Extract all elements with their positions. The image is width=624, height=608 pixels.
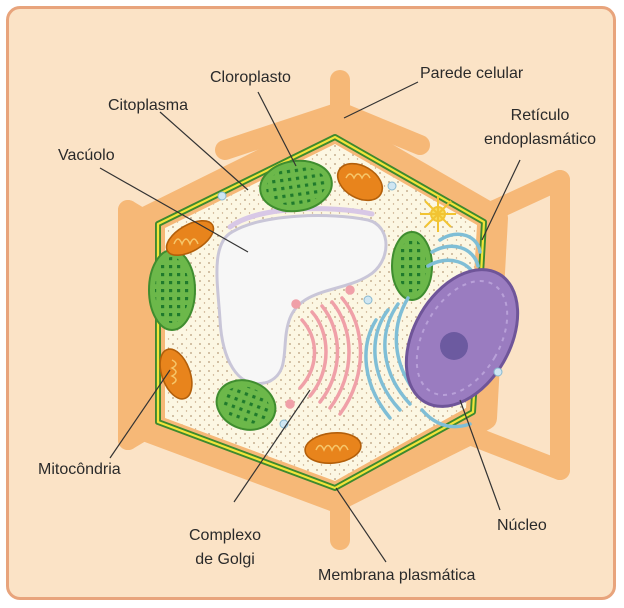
label-parede-celular: Parede celular	[420, 64, 523, 83]
label-golgi-2: de Golgi	[170, 550, 280, 569]
label-reticulo-1: Retículo	[470, 106, 610, 125]
label-vacuolo: Vacúolo	[58, 146, 115, 165]
label-cloroplasto: Cloroplasto	[210, 68, 291, 87]
label-golgi-1: Complexo	[170, 526, 280, 545]
centrosome-star	[420, 196, 456, 232]
label-reticulo-2: endoplasmático	[470, 130, 610, 149]
label-citoplasma: Citoplasma	[108, 96, 188, 115]
label-mitocondria: Mitocôndria	[38, 460, 121, 479]
label-nucleo: Núcleo	[497, 516, 547, 535]
label-membrana-plasmatica: Membrana plasmática	[318, 566, 475, 585]
